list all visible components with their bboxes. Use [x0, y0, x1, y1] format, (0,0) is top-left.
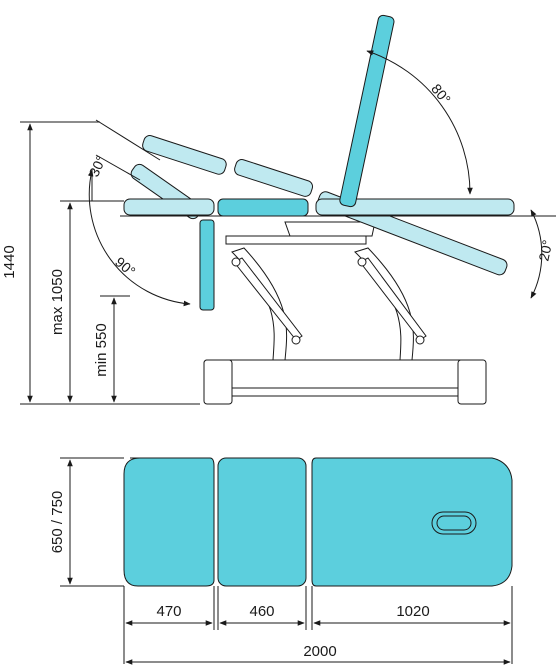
seat-section — [217, 457, 307, 587]
height-label-max: max 1050 — [49, 269, 66, 335]
top-view: 650 / 750 470 460 1020 2000 — [49, 457, 513, 665]
angle-label-90: 90° — [112, 253, 139, 279]
total-length: 2000 — [303, 643, 336, 660]
angle-label-80: 80° — [428, 81, 454, 108]
section-length-head: 470 — [156, 603, 181, 620]
height-label-1440: 1440 — [1, 245, 18, 278]
angle-arcs — [87, 50, 556, 307]
alternate-positions — [123, 135, 515, 276]
base-frame — [203, 359, 487, 405]
back-section — [311, 457, 513, 587]
width-label: 650 / 750 — [49, 491, 66, 554]
side-view: 80° 30° 90° 20° 1440 max 1050 min 550 — [1, 14, 556, 405]
face-hole — [431, 511, 477, 535]
section-length-seat: 460 — [249, 603, 274, 620]
height-dimensions — [20, 121, 200, 405]
lift-mechanism — [225, 221, 427, 361]
head-section — [123, 457, 215, 587]
angle-label-30: 30° — [86, 153, 109, 179]
angle-label-20: 20° — [535, 238, 555, 262]
section-length-back: 1020 — [396, 603, 429, 620]
height-label-min: min 550 — [93, 323, 110, 376]
face-hole-inner — [436, 515, 472, 531]
